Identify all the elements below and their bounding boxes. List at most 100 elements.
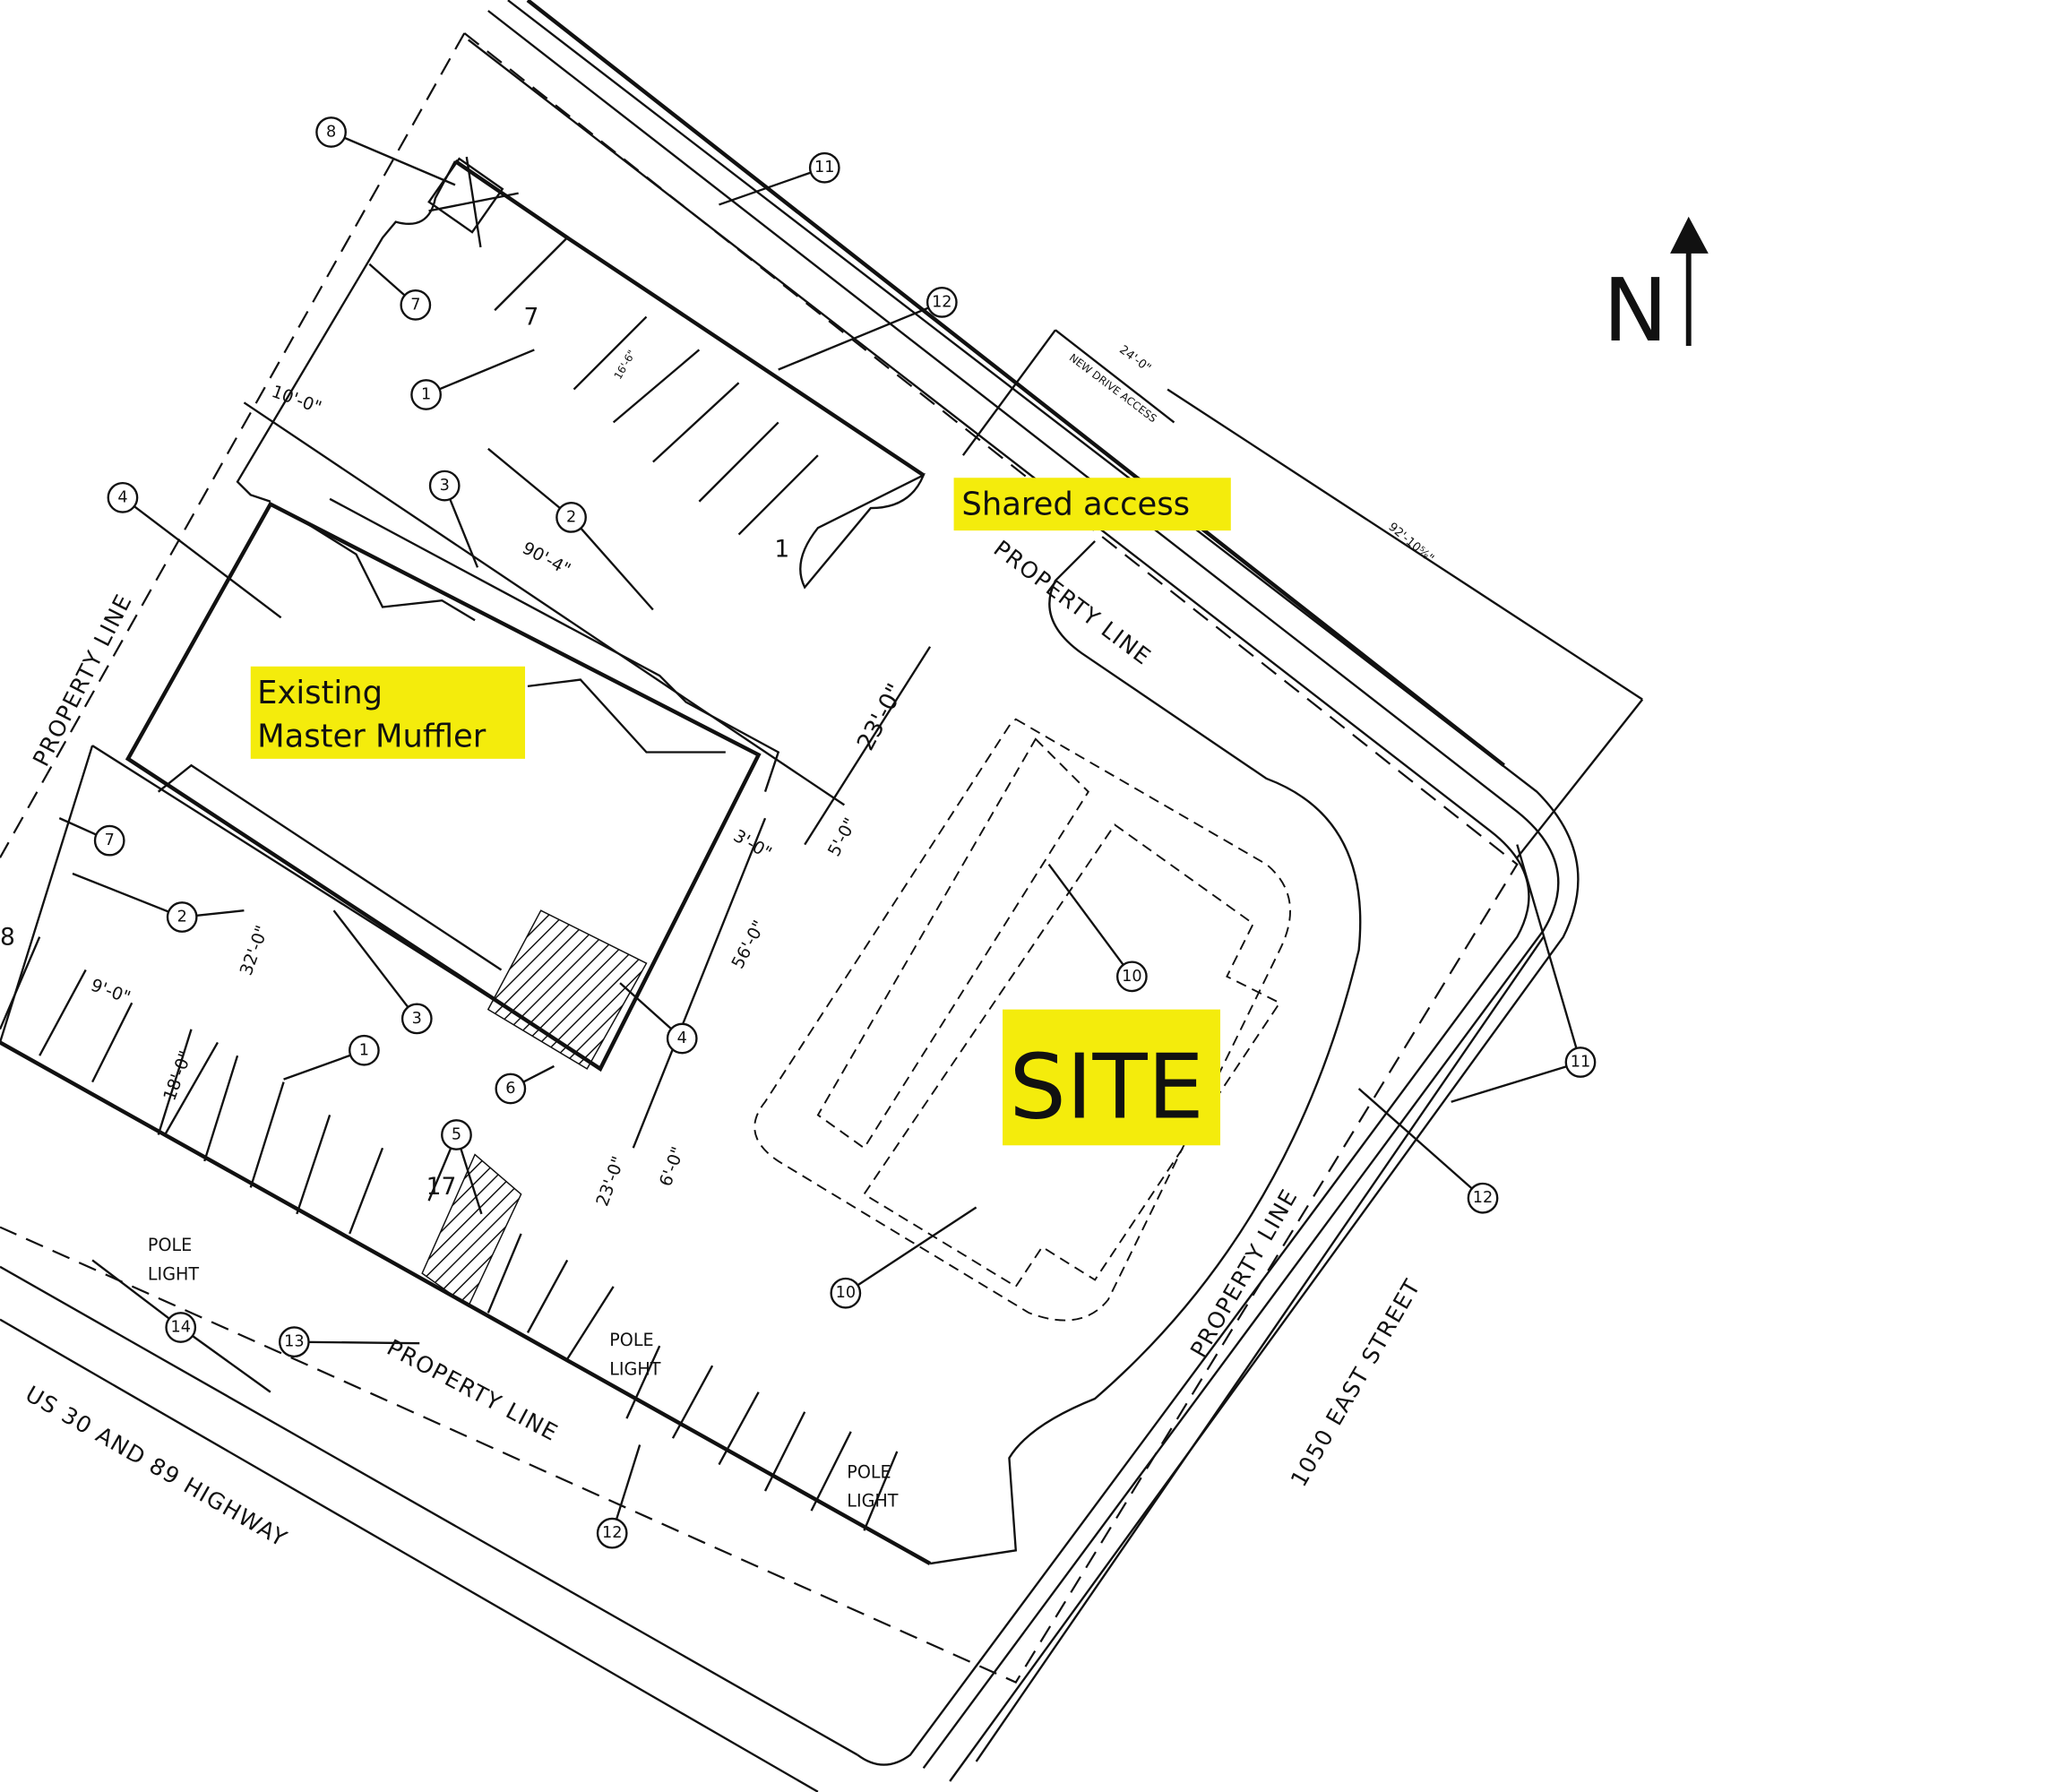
annotation-shared-access: Shared access <box>953 478 1231 531</box>
pole-light-label: LIGHT <box>148 1263 199 1284</box>
dimension-labels: 10'-0" 90'-4" 23'-0" 5'-0" 3'-0" 56'-0" … <box>88 343 1435 1209</box>
callout-circle <box>410 379 442 410</box>
callout-number: 2 <box>566 508 576 526</box>
callout-leader <box>294 1340 420 1345</box>
callout-4: 4 <box>619 982 698 1055</box>
callout-5: 5 <box>427 1119 483 1215</box>
callout-leader <box>91 1259 182 1329</box>
north-parking <box>236 156 926 590</box>
pole-light-label: LIGHT <box>847 1491 898 1512</box>
callout-12: 12 <box>1357 1088 1499 1214</box>
callout-leader <box>331 131 456 186</box>
callout-leader <box>1516 844 1582 1063</box>
callout-12: 12 <box>778 287 958 371</box>
dimension-label: 18'-0" <box>159 1048 195 1104</box>
callout-12: 12 <box>596 1444 642 1549</box>
callout-circle <box>830 1277 862 1309</box>
callout-number: 12 <box>602 1524 622 1542</box>
callout-2: 2 <box>487 447 654 611</box>
dimension-label: 56'-0" <box>728 917 770 972</box>
callout-6: 6 <box>495 1064 555 1105</box>
callout-leader <box>72 872 183 918</box>
callout-8: 8 <box>315 116 456 186</box>
callout-leader <box>778 301 943 371</box>
dimension-label: 9'-0" <box>88 975 133 1008</box>
street-label-east: 1050 EAST STREET <box>1286 1274 1425 1491</box>
callout-circle <box>441 1119 472 1150</box>
dimension-label: 3'-0" <box>730 825 776 864</box>
callout-leader <box>1357 1088 1484 1200</box>
callout-3: 3 <box>332 909 433 1035</box>
callout-number: 12 <box>932 293 952 311</box>
callout-circle <box>349 1034 380 1066</box>
callout-11: 11 <box>719 151 840 206</box>
callout-7: 7 <box>58 817 125 857</box>
callout-leader <box>332 909 418 1020</box>
dimension-label: 10'-0" <box>269 381 324 418</box>
callout-leader <box>570 516 654 611</box>
property-line-label: PROPERTY LINE <box>989 535 1157 670</box>
callout-circle <box>1564 1047 1597 1078</box>
property-line-label: PROPERTY LINE <box>28 590 137 771</box>
callout-14: 14 <box>91 1259 271 1393</box>
callout-number: 13 <box>284 1333 304 1351</box>
proposed-building-outline <box>753 718 1291 1322</box>
callout-number: 11 <box>1571 1054 1590 1072</box>
callout-leader <box>122 496 282 619</box>
callout-number: 3 <box>440 477 450 495</box>
callout-number: 6 <box>505 1080 515 1098</box>
south-parking <box>0 540 1362 1565</box>
callout-circle <box>107 481 139 513</box>
property-line-label: PROPERTY LINE <box>383 1334 563 1446</box>
callout-circle <box>278 1326 310 1358</box>
dimension-label: 23'-0" <box>852 679 910 755</box>
callout-number: 11 <box>814 159 834 177</box>
annotation-existing-building: Existing Master Muffler <box>250 666 526 759</box>
callout-circle <box>93 824 125 857</box>
callout-4: 4 <box>107 481 282 619</box>
existing-text: Existing <box>257 675 383 711</box>
callout-leader <box>180 1326 271 1393</box>
callout-2: 2 <box>72 872 245 933</box>
site-text: SITE <box>1009 1034 1203 1139</box>
dimension-label: 32'-0" <box>236 923 272 978</box>
callout-number: 2 <box>177 909 187 926</box>
dimension-label: 90'-4" <box>519 538 574 580</box>
callout-13: 13 <box>278 1326 420 1358</box>
callout-circle <box>555 502 587 533</box>
callout-circle <box>166 901 198 933</box>
callout-leader <box>487 447 573 519</box>
callout-number: 12 <box>1473 1189 1493 1207</box>
pole-light-label: POLE <box>148 1235 192 1255</box>
callout-number: 14 <box>170 1318 190 1336</box>
callout-circle <box>666 1022 698 1055</box>
callout-circle <box>428 470 461 502</box>
pole-light-label: POLE <box>609 1330 653 1350</box>
callout-number: 10 <box>1122 968 1141 986</box>
stall-count: 7 <box>524 303 539 331</box>
dimension-label: 24'-0" <box>1116 343 1153 375</box>
callout-1: 1 <box>410 349 535 410</box>
shared-access-text: Shared access <box>961 486 1190 522</box>
callout-leader <box>1451 1061 1581 1103</box>
master-muffler-text: Master Muffler <box>257 719 487 755</box>
callout-circle <box>400 1003 433 1035</box>
callout-number: 8 <box>326 123 336 141</box>
stall-count: 1 <box>774 536 789 564</box>
street-label-highway: US 30 AND 89 HIGHWAY <box>22 1381 292 1552</box>
callout-circle <box>596 1517 628 1549</box>
callout-circle <box>808 151 840 184</box>
dimension-lines <box>164 329 1644 1149</box>
dimension-label: 6'-0" <box>655 1144 688 1189</box>
callout-number: 4 <box>677 1030 687 1047</box>
callout-leader <box>1047 863 1133 978</box>
callout-circle <box>400 289 432 321</box>
callout-number: 10 <box>836 1284 856 1302</box>
callout-circle <box>1115 961 1148 993</box>
north-label: N <box>1603 260 1668 361</box>
dimension-label: 5'-0" <box>823 814 861 860</box>
callout-10: 10 <box>830 1206 977 1309</box>
callout-number: 4 <box>117 488 127 506</box>
